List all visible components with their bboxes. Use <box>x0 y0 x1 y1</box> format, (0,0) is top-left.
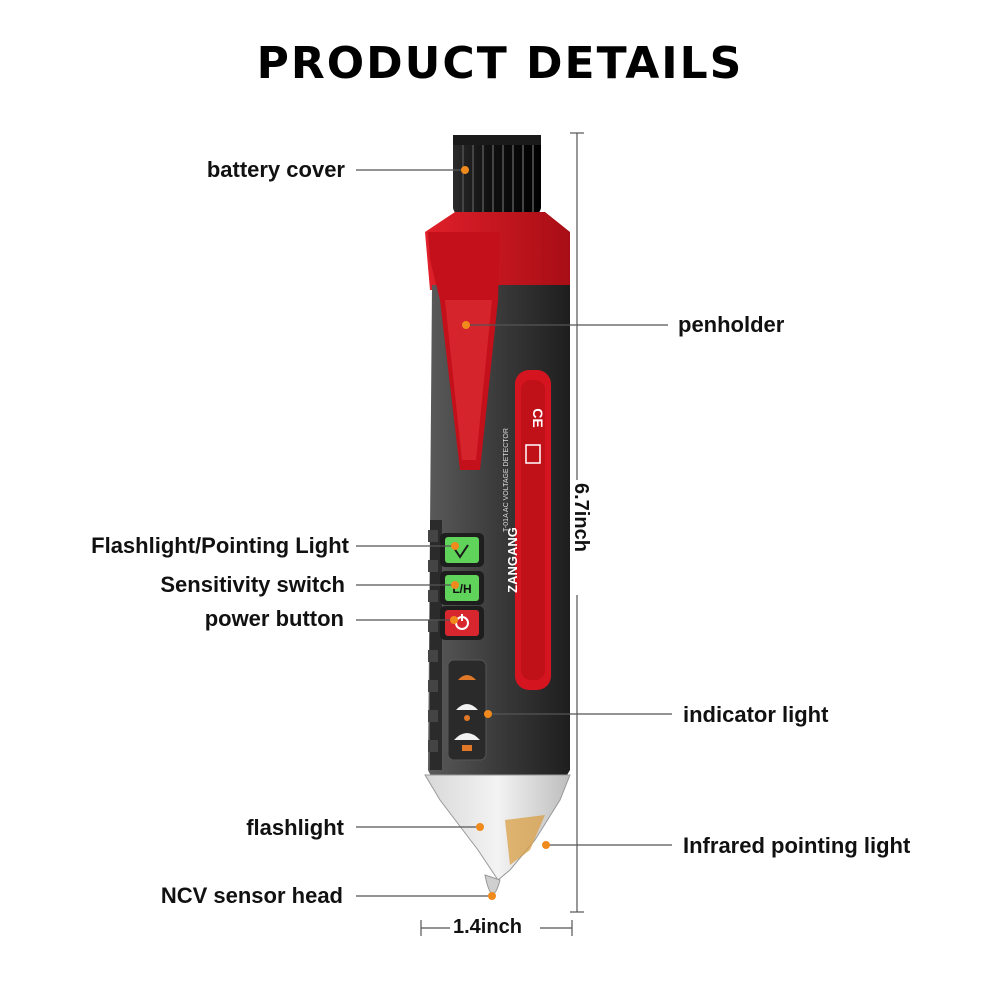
device-brand: ZANGANG <box>505 527 520 593</box>
sensitivity-button: L/H <box>440 571 484 605</box>
ce-mark: CE <box>530 408 546 427</box>
width-dimension-line <box>420 920 573 936</box>
battery-cover-part <box>453 135 541 215</box>
flashlight-button <box>440 533 484 567</box>
page-title: PRODUCT DETAILS <box>256 38 744 89</box>
label-battery-cover: battery cover <box>206 157 345 182</box>
label-flashlight-pointing-light: Flashlight/Pointing Light <box>91 533 349 558</box>
length-dimension-line <box>570 132 584 913</box>
label-infrared-pointing-light: Infrared pointing light <box>683 833 911 858</box>
label-indicator-light: indicator light <box>683 702 829 727</box>
indicator-panel <box>447 659 487 761</box>
power-button <box>440 606 484 640</box>
device-model: T-01A AC VOLTAGE DETECTOR <box>503 428 510 532</box>
dimension-width: 1.4inch <box>453 916 522 938</box>
label-power-button: power button <box>204 606 344 631</box>
label-ncv-sensor-head: NCV sensor head <box>160 883 343 908</box>
dimension-length: 6.7inch <box>570 483 592 552</box>
label-sensitivity-switch: Sensitivity switch <box>160 572 345 597</box>
label-flashlight: flashlight <box>246 815 344 840</box>
label-penholder: penholder <box>678 312 785 337</box>
